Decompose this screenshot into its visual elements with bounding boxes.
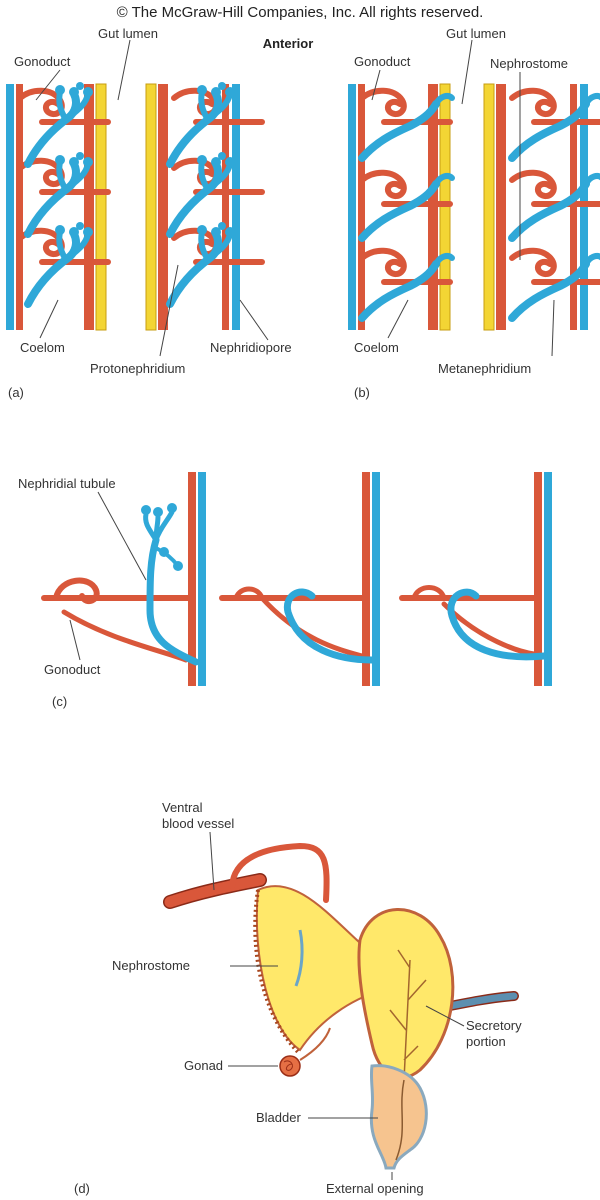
label-ventral-vessel-1: Ventral (162, 800, 203, 815)
label-nephridial-tubule: Nephridial tubule (18, 476, 116, 491)
panel-d: Ventral blood vessel Nephrostome Secreto… (74, 800, 522, 1196)
panel-a: Gonoduct Gut lumen Coelom Protonephridiu… (6, 26, 292, 400)
label-ventral-vessel-2: blood vessel (162, 816, 234, 831)
copyright-notice: © The McGraw-Hill Companies, Inc. All ri… (117, 4, 484, 21)
label-external-opening: External opening (326, 1181, 424, 1196)
panel-tag-a: (a) (8, 385, 24, 400)
label-gonoduct-b: Gonoduct (354, 54, 411, 69)
panel-tag-c: (c) (52, 694, 67, 709)
label-bladder: Bladder (256, 1110, 301, 1125)
label-nephrostome-d: Nephrostome (112, 958, 190, 973)
panel-c: Nephridial tubule Gonoduct (c) (18, 472, 552, 709)
label-gonoduct-a: Gonoduct (14, 54, 71, 69)
label-secretory-1: Secretory (466, 1018, 522, 1033)
gut-wall-left (95, 83, 107, 331)
label-gut-lumen-a: Gut lumen (98, 26, 158, 41)
label-nephrostome-b: Nephrostome (490, 56, 568, 71)
label-gonoduct-c: Gonoduct (44, 662, 101, 677)
label-nephridiopore-a: Nephridiopore (210, 340, 292, 355)
label-coelom-a: Coelom (20, 340, 65, 355)
gonad (279, 1055, 301, 1077)
label-secretory-2: portion (466, 1034, 506, 1049)
anterior-label: Anterior (263, 36, 314, 51)
gut-wall-right (145, 83, 157, 331)
label-gut-lumen-b: Gut lumen (446, 26, 506, 41)
bladder (369, 1064, 428, 1170)
label-coelom-b: Coelom (354, 340, 399, 355)
label-metanephridium-b: Metanephridium (438, 361, 531, 376)
panel-b: Gonoduct Gut lumen Nephrostome Coelom Me… (348, 26, 600, 400)
label-protonephridium-a: Protonephridium (90, 361, 185, 376)
panel-tag-d: (d) (74, 1181, 90, 1196)
secretory-portion (357, 908, 455, 1080)
metanephridium-b1 (362, 96, 452, 158)
label-gonad: Gonad (184, 1058, 223, 1073)
panel-tag-b: (b) (354, 385, 370, 400)
